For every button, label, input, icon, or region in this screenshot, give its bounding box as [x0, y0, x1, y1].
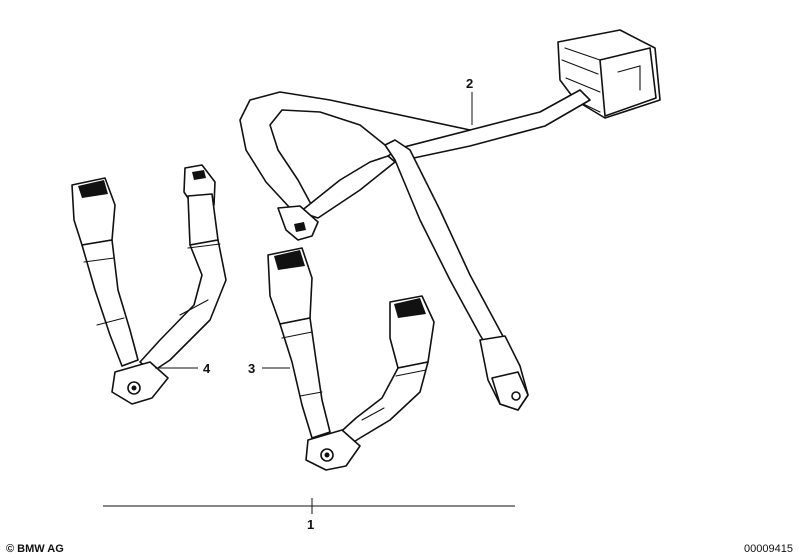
- part-2-retractor-belt[interactable]: [239, 29, 661, 411]
- callout-4: 4: [203, 361, 211, 376]
- callout-2: 2: [466, 76, 473, 91]
- copyright-notice: © BMW AG: [6, 543, 64, 555]
- callout-3: 3: [248, 361, 255, 376]
- callout-1: 1: [307, 517, 314, 532]
- part-4-buckle-set-left[interactable]: [71, 164, 227, 405]
- drawing-number: 00009415: [744, 543, 793, 555]
- callout-lines: [103, 92, 515, 514]
- part-3-buckle-set-center[interactable]: [267, 247, 435, 471]
